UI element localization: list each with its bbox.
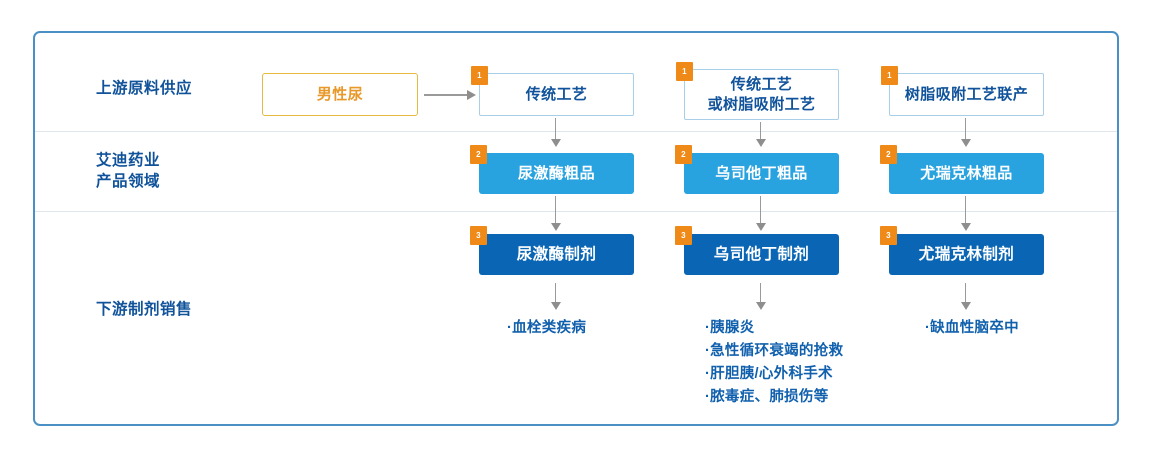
node-crude-col3-label: 尤瑞克林粗品 xyxy=(920,164,1013,182)
arrow-process-to-crude-col2 xyxy=(754,122,768,148)
arrow-process-to-crude-col3 xyxy=(959,118,973,148)
node-prep-col1[interactable]: 3 尿激酶制剂 xyxy=(470,226,634,275)
node-prep-col3-label: 尤瑞克林制剂 xyxy=(918,245,1015,263)
indication-list-col3: ·缺血性脑卒中 xyxy=(925,317,1019,340)
arrow-process-to-crude-col1 xyxy=(549,118,563,148)
node-prep-col2[interactable]: 3 乌司他丁制剂 xyxy=(675,226,839,275)
row-label-downstream: 下游制剂销售 xyxy=(96,301,193,318)
row-label-products: 艾迪药业 产品领域 xyxy=(96,152,161,190)
node-crude-col2[interactable]: 2 乌司他丁粗品 xyxy=(675,145,839,194)
badge-number-2-col1: 2 xyxy=(470,145,487,164)
node-process-col1-label: 传统工艺 xyxy=(525,85,588,103)
badge-number-3-col2: 3 xyxy=(675,226,692,245)
row-divider-products-downstream xyxy=(35,211,1117,212)
arrow-crude-to-prep-col1 xyxy=(549,196,563,232)
indication-list-col1: ·血栓类疾病 xyxy=(507,317,586,340)
badge-number-2-col2: 2 xyxy=(675,145,692,164)
badge-number-3-col3: 3 xyxy=(880,226,897,245)
badge-number-1-col3: 1 xyxy=(881,66,898,85)
row-label-upstream: 上游原料供应 xyxy=(96,80,193,97)
node-prep-col3[interactable]: 3 尤瑞克林制剂 xyxy=(880,226,1044,275)
indication-item: ·脓毒症、肺损伤等 xyxy=(705,389,829,405)
badge-number-2-col3: 2 xyxy=(880,145,897,164)
node-crude-col1-label: 尿激酶粗品 xyxy=(517,164,595,182)
badge-number-1-col1: 1 xyxy=(471,66,488,85)
arrow-crude-to-prep-col2 xyxy=(754,196,768,232)
indication-item: ·缺血性脑卒中 xyxy=(925,320,1019,336)
node-prep-col2-label: 乌司他丁制剂 xyxy=(713,245,810,263)
arrow-prep-to-indications-col2 xyxy=(754,283,768,313)
node-crude-col1[interactable]: 2 尿激酶粗品 xyxy=(470,145,634,194)
indication-item: ·胰腺炎 xyxy=(705,320,755,336)
arrow-source-to-process xyxy=(424,90,476,100)
node-prep-col1-label: 尿激酶制剂 xyxy=(516,245,597,263)
indication-item: ·肝胆胰/心外科手术 xyxy=(705,366,833,382)
node-process-col2[interactable]: 1 传统工艺 或树脂吸附工艺 xyxy=(676,62,839,120)
node-process-col2-label: 传统工艺 或树脂吸附工艺 xyxy=(707,75,816,113)
arrow-prep-to-indications-col3 xyxy=(959,283,973,313)
indication-item: ·急性循环衰竭的抢救 xyxy=(705,343,844,359)
indication-item: ·血栓类疾病 xyxy=(507,320,587,336)
badge-number-1-col2: 1 xyxy=(676,62,693,81)
row-divider-upstream-products xyxy=(35,131,1117,132)
node-source-material-label: 男性尿 xyxy=(316,85,364,103)
node-process-col3-label: 树脂吸附工艺联产 xyxy=(904,85,1029,103)
node-process-col3[interactable]: 1 树脂吸附工艺联产 xyxy=(881,66,1044,116)
node-crude-col2-label: 乌司他丁粗品 xyxy=(715,164,808,182)
node-source-material[interactable]: 男性尿 xyxy=(262,73,418,116)
indication-list-col2: ·胰腺炎 ·急性循环衰竭的抢救 ·肝胆胰/心外科手术 ·脓毒症、肺损伤等 xyxy=(705,317,843,409)
arrow-prep-to-indications-col1 xyxy=(549,283,563,313)
arrow-crude-to-prep-col3 xyxy=(959,196,973,232)
node-process-col1[interactable]: 1 传统工艺 xyxy=(471,66,634,116)
badge-number-3-col1: 3 xyxy=(470,226,487,245)
node-crude-col3[interactable]: 2 尤瑞克林粗品 xyxy=(880,145,1044,194)
